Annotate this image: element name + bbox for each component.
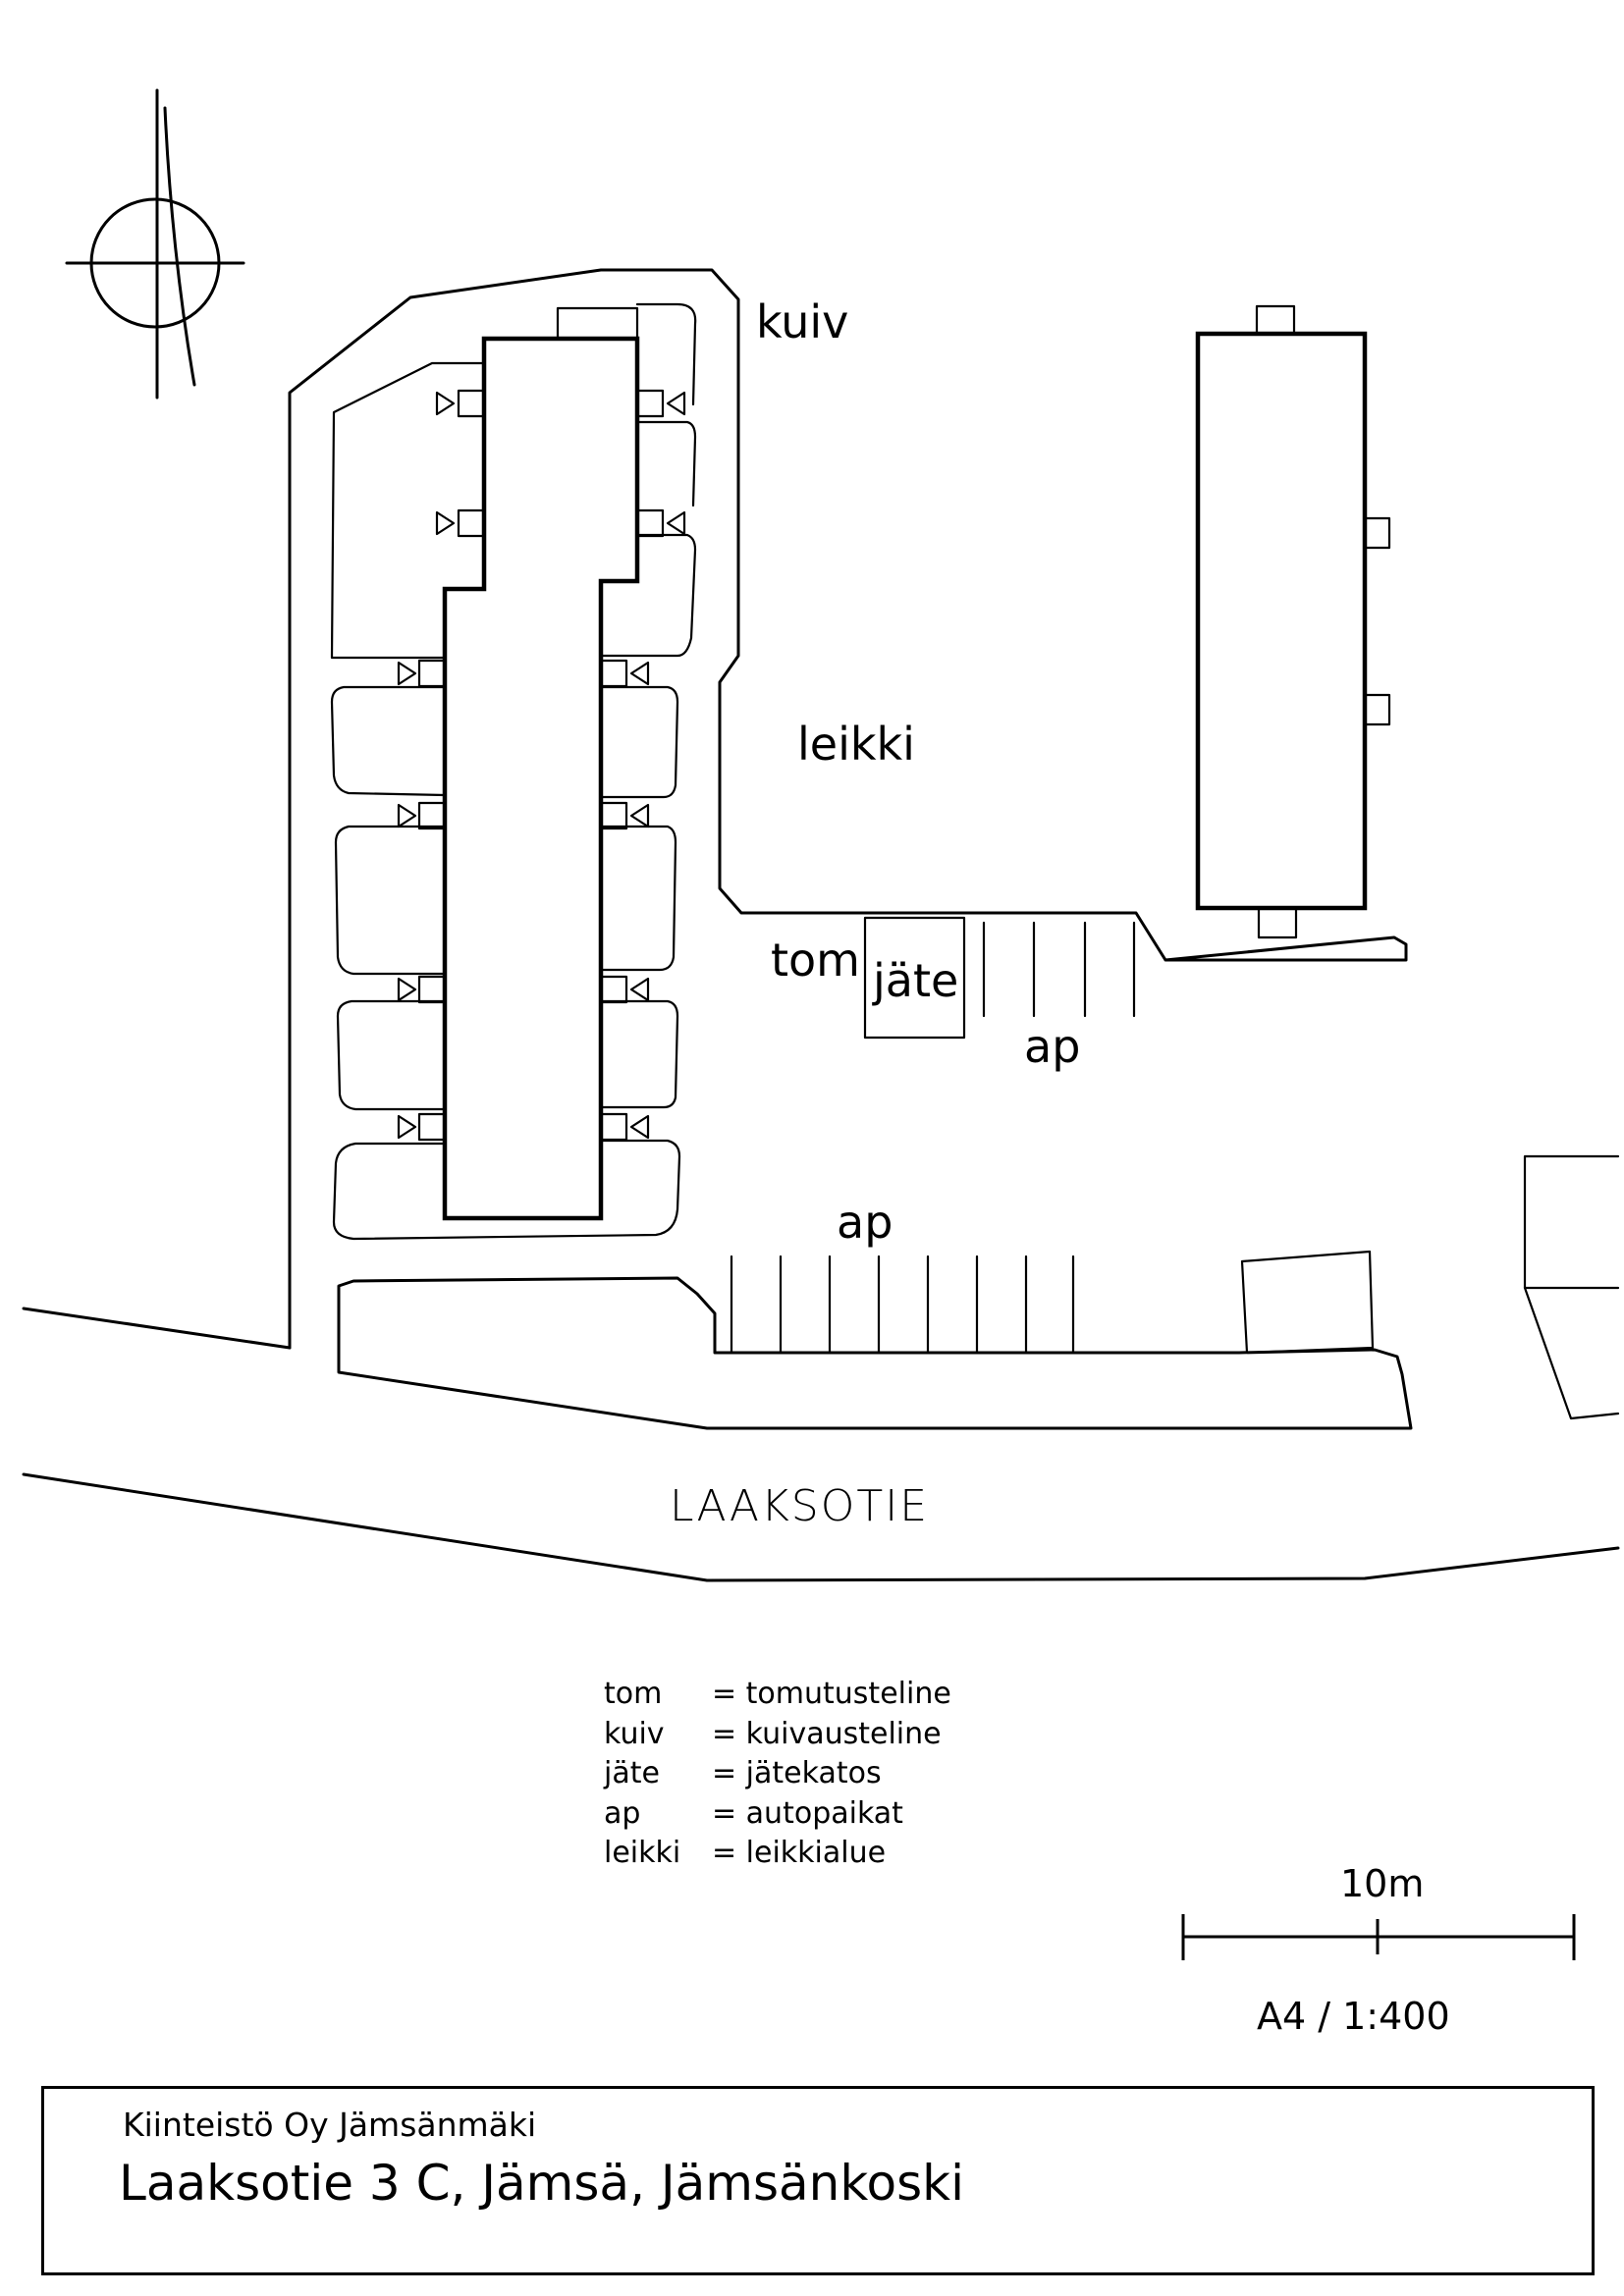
patios-right	[332, 302, 697, 1241]
building-right	[1195, 331, 1368, 911]
property-address: Laaksotie 3 C, Jämsä, Jämsänkoski	[119, 2155, 964, 2212]
legend-desc: = tomutusteline	[712, 1677, 951, 1711]
road-name: LAAKSOTIE	[670, 1481, 930, 1531]
scale-bar	[1181, 1914, 1576, 1960]
legend-row: leikki = leikkialue	[604, 1834, 951, 1874]
patios-left	[330, 361, 486, 1111]
legend-desc: = autopaikat	[712, 1795, 903, 1831]
entrance-markers	[397, 389, 686, 1142]
label-tom: tom	[771, 934, 860, 987]
road-edge-south	[22, 1472, 1620, 1582]
waste-shelter	[863, 916, 966, 1040]
yard-boundary	[288, 268, 1408, 1350]
parking-lower	[730, 1255, 1075, 1355]
legend-desc: = kuivausteline	[712, 1716, 942, 1751]
legend-row: kuiv = kuivausteline	[604, 1715, 951, 1755]
adjacent-building	[1523, 1154, 1620, 1290]
legend-row: ap = autopaikat	[604, 1794, 951, 1835]
label-leikki: leikki	[797, 718, 915, 771]
legend-row: jäte = jätekatos	[604, 1754, 951, 1794]
road-edge-north-left	[22, 1307, 292, 1350]
building-right-annex-top	[1255, 304, 1296, 336]
legend-abbr: leikki	[604, 1836, 681, 1870]
legend-desc: = jätekatos	[712, 1756, 882, 1790]
legend-desc: = leikkialue	[712, 1836, 887, 1870]
parking-upper	[982, 921, 1136, 1018]
building-left-annex	[556, 306, 639, 341]
legend: tom = tomutusteline kuiv = kuivausteline…	[604, 1675, 951, 1874]
north-arrow-icon	[65, 88, 245, 400]
label-ap-upper: ap	[1024, 1020, 1081, 1073]
legend-abbr: tom	[604, 1677, 663, 1711]
paper-scale-label: A4 / 1:400	[1257, 1995, 1450, 2038]
label-ap-lower: ap	[837, 1196, 893, 1249]
label-jate: jäte	[873, 954, 959, 1007]
label-kuiv: kuiv	[756, 295, 849, 348]
company-name: Kiinteistö Oy Jämsänmäki	[123, 2106, 537, 2144]
garage-building	[1240, 1250, 1375, 1355]
building-right-entrance-2	[1363, 693, 1391, 726]
adjacent-building-lower	[1523, 1286, 1620, 1420]
building-right-entrance-1	[1363, 516, 1391, 550]
building-left	[442, 336, 640, 1221]
legend-row: tom = tomutusteline	[604, 1675, 951, 1715]
scale-distance-label: 10m	[1340, 1862, 1425, 1905]
building-right-annex-bottom	[1257, 906, 1298, 939]
legend-abbr: kuiv	[604, 1716, 665, 1751]
legend-abbr: ap	[604, 1795, 641, 1831]
title-block: Kiinteistö Oy Jämsänmäki Laaksotie 3 C, …	[41, 2086, 1595, 2275]
legend-abbr: jäte	[604, 1756, 660, 1790]
